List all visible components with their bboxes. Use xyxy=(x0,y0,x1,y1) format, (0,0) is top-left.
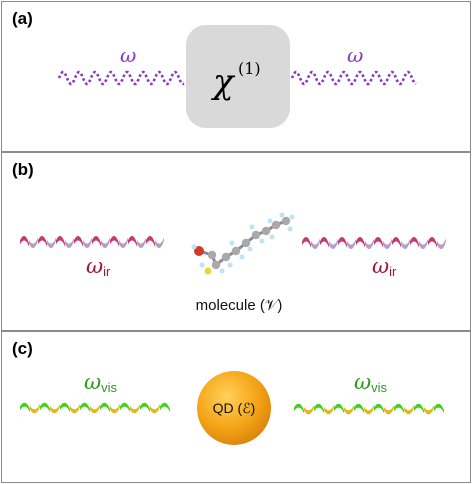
helix-segment xyxy=(90,403,100,414)
helix-segment xyxy=(324,404,334,415)
susceptibility-box xyxy=(186,25,290,128)
helix-segment xyxy=(394,403,404,414)
helix-segment xyxy=(304,404,314,415)
helix-segment xyxy=(83,237,92,249)
helix-segment xyxy=(146,235,155,247)
helix-segment xyxy=(70,403,80,414)
helix-segment xyxy=(311,238,320,250)
helix-segment xyxy=(60,402,70,413)
helix-segment xyxy=(128,235,137,247)
helix-segment xyxy=(155,237,164,249)
helix-segment xyxy=(374,236,383,248)
panel-b: (b) ωir ωir xyxy=(1,152,471,331)
photon-wave-right xyxy=(290,70,417,86)
helix-segment xyxy=(314,403,324,414)
panel-c: (c) ωvis ωvis QD (ℰ) xyxy=(1,331,471,483)
panel-c-graphic: ωvis ωvis QD (ℰ) xyxy=(20,370,444,445)
helix-segment xyxy=(47,237,56,249)
helix-segment xyxy=(374,403,384,414)
helix-segment xyxy=(130,403,140,414)
helix-segment xyxy=(20,402,30,413)
helix-segment xyxy=(434,403,444,414)
helix-segment xyxy=(110,235,119,247)
helix-segment xyxy=(344,404,354,415)
vis-helix-left xyxy=(20,402,170,414)
helix-segment xyxy=(30,403,40,414)
helix-segment xyxy=(100,402,110,413)
helix-segment xyxy=(140,402,150,413)
helix-segment xyxy=(383,238,392,250)
helix-segment xyxy=(338,236,347,248)
helix-segment xyxy=(65,237,74,249)
helix-segment xyxy=(120,402,130,413)
omega-ir-right-label: ωir xyxy=(372,254,397,279)
panel-a: (a) ω ω χ (1) xyxy=(1,1,471,152)
molecule-image xyxy=(191,212,295,275)
helix-segment xyxy=(119,237,128,249)
helix-segment xyxy=(437,238,446,250)
omega-right-label: ω xyxy=(347,43,363,67)
helix-segment xyxy=(419,238,428,250)
molecule-caption: molecule (𝒱) xyxy=(196,297,283,314)
helix-segment xyxy=(302,236,311,248)
helix-segment xyxy=(428,236,437,248)
omega-ir-left-label: ωir xyxy=(86,254,111,279)
helix-segment xyxy=(50,403,60,414)
helix-segment xyxy=(20,235,29,247)
panel-b-graphic: ωir ωir molecule (𝒱 xyxy=(20,212,446,314)
helix-segment xyxy=(110,403,120,414)
photon-wave-left xyxy=(57,70,185,86)
ir-helix-left xyxy=(20,235,164,249)
helix-segment xyxy=(392,236,401,248)
helix-segment xyxy=(347,238,356,250)
quantum-dot xyxy=(197,371,271,445)
helix-segment xyxy=(404,404,414,415)
omega-vis-right-label: ωvis xyxy=(354,370,388,395)
helix-segment xyxy=(334,403,344,414)
omega-left-label: ω xyxy=(120,43,136,67)
helix-segment xyxy=(137,237,146,249)
qd-label: QD (ℰ) xyxy=(213,400,256,416)
helix-segment xyxy=(29,237,38,249)
helix-segment xyxy=(56,235,65,247)
panel-a-graphic: ω ω χ (1) xyxy=(57,25,417,128)
vis-helix-right xyxy=(294,403,444,415)
helix-segment xyxy=(74,235,83,247)
helix-segment xyxy=(384,404,394,415)
helix-segment xyxy=(354,403,364,414)
helix-segment xyxy=(160,402,170,413)
helix-segment xyxy=(356,236,365,248)
panel-label-a: (a) xyxy=(12,9,33,28)
helix-segment xyxy=(150,403,160,414)
omega-vis-left-label: ωvis xyxy=(84,370,118,395)
helix-segment xyxy=(365,238,374,250)
helix-segment xyxy=(401,238,410,250)
panel-label-b: (b) xyxy=(12,160,34,179)
chi-superscript: (1) xyxy=(238,59,261,78)
helix-segment xyxy=(320,236,329,248)
helix-segment xyxy=(410,236,419,248)
helix-segment xyxy=(329,238,338,250)
helix-segment xyxy=(424,404,434,415)
chi-symbol: χ xyxy=(211,62,236,102)
helix-segment xyxy=(40,402,50,413)
helix-segment xyxy=(92,235,101,247)
helix-segment xyxy=(38,235,47,247)
ir-helix-right xyxy=(302,236,446,250)
helix-segment xyxy=(101,237,110,249)
helix-segment xyxy=(80,402,90,413)
helix-segment xyxy=(364,404,374,415)
helix-segment xyxy=(414,403,424,414)
helix-segment xyxy=(294,403,304,414)
panel-label-c: (c) xyxy=(12,339,33,358)
